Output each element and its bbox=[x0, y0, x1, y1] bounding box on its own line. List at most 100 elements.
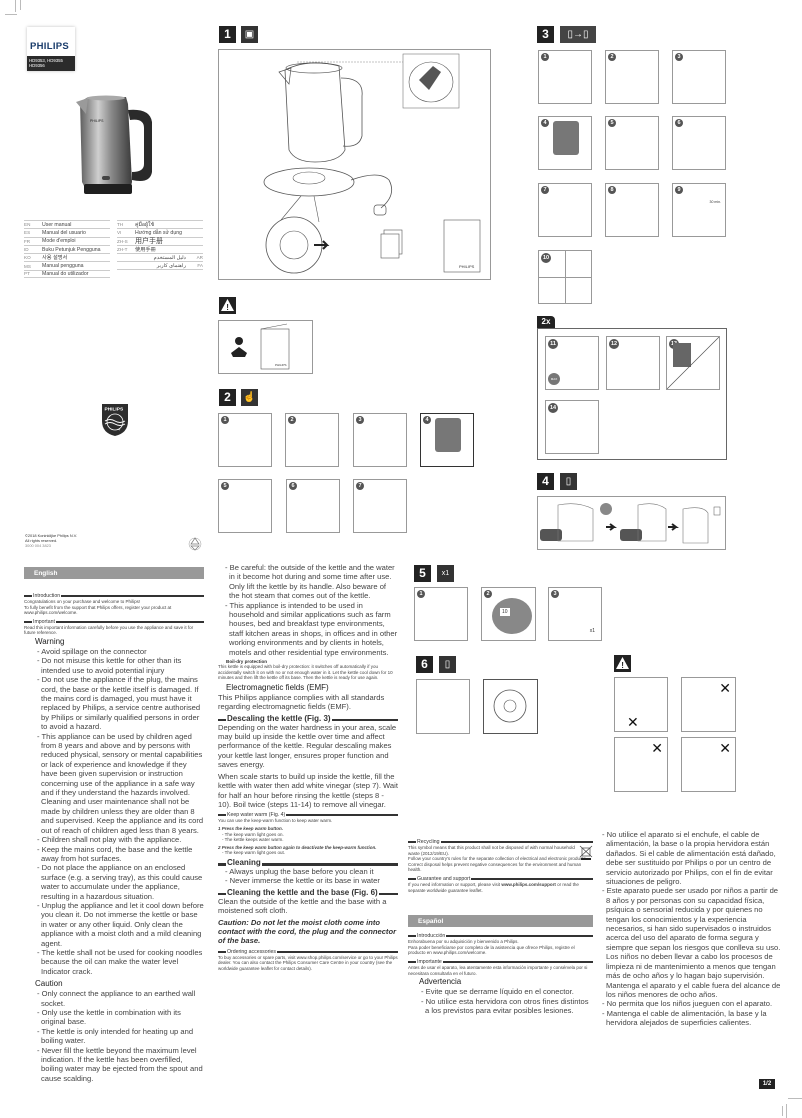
svg-text:PHILIPS: PHILIPS bbox=[459, 264, 475, 269]
keep-warm-heading: Keep water warm (Fig. 4) bbox=[218, 812, 398, 818]
hand-pointer-icon: ☝ bbox=[241, 389, 258, 406]
figure-4-panel bbox=[537, 496, 726, 550]
language-code: ES bbox=[24, 230, 31, 236]
fig2-step-1: 1 bbox=[218, 413, 272, 467]
cleaning-base-heading: Cleaning the kettle and the base (Fig. 6… bbox=[218, 888, 398, 897]
figure-4-number: 4 bbox=[537, 473, 554, 490]
language-code: KO bbox=[24, 255, 31, 261]
crop-mark bbox=[20, 0, 21, 10]
step-number: 3 bbox=[356, 416, 364, 424]
copyright-rights: All rights reserved. bbox=[25, 538, 58, 543]
fig2-step-2: 2 bbox=[285, 413, 339, 467]
step-number: 5 bbox=[608, 119, 616, 127]
step-number: 7 bbox=[356, 482, 364, 490]
kettle-photo: PHILIPS bbox=[68, 92, 158, 202]
step-number: 9 bbox=[675, 186, 683, 194]
warning-item: - This appliance can be used by children… bbox=[37, 731, 204, 835]
svg-text:!: ! bbox=[226, 303, 229, 312]
recycling-text: This symbol means that this product shal… bbox=[408, 845, 575, 856]
language-code: FR bbox=[24, 238, 31, 244]
svg-text:PHILIPS: PHILIPS bbox=[275, 363, 287, 367]
step-number: 2 bbox=[288, 416, 296, 424]
x-mark-icon: ✕ bbox=[719, 681, 731, 697]
important-intro: Read this important information carefull… bbox=[24, 624, 194, 636]
language-code: AR bbox=[196, 255, 203, 261]
language-name: User manual bbox=[42, 221, 72, 228]
warning-item: - Do not misuse this kettle for other th… bbox=[37, 656, 182, 675]
keep-warm-result: - The keep warm light goes on. bbox=[222, 831, 284, 837]
fig5-step-1: 1 bbox=[414, 587, 468, 641]
step-number: 2 bbox=[608, 53, 616, 61]
heading-text: Cleaning bbox=[227, 857, 261, 867]
fig3-step-6: 6 bbox=[672, 116, 726, 170]
emf-title: Electromagnetic fields (EMF) bbox=[226, 682, 329, 692]
x-mark-icon: ✕ bbox=[719, 741, 731, 757]
crop-mark bbox=[782, 1106, 783, 1116]
step-number: 7 bbox=[541, 186, 549, 194]
step-number: 1 bbox=[541, 53, 549, 61]
fig3-step-9: 9 30 min. bbox=[672, 183, 726, 237]
language-code: ZH-S bbox=[117, 238, 128, 244]
figure-1-panel: PHILIPS bbox=[218, 49, 491, 280]
max-label: MAX bbox=[548, 373, 560, 385]
descaling-instructions: When scale starts to build up inside the… bbox=[218, 771, 398, 809]
step-number: 3 bbox=[675, 53, 683, 61]
step-number: 1 bbox=[221, 416, 229, 424]
heading-text: Descaling the kettle (Fig. 3) bbox=[227, 713, 331, 723]
step-number: 10 bbox=[541, 253, 551, 263]
document-number: 3000 004 3823 bbox=[25, 543, 51, 548]
step-number: 11 bbox=[548, 339, 558, 349]
language-code: VI bbox=[117, 230, 122, 236]
warning-item: - Do not use the appliance if the plug, … bbox=[37, 675, 201, 732]
language-name: Manual pengguna bbox=[42, 263, 84, 270]
svg-text:+: + bbox=[108, 414, 111, 419]
language-name: 用户手册 bbox=[135, 238, 163, 246]
caution-title: Caution bbox=[35, 979, 63, 989]
crop-mark bbox=[5, 14, 17, 15]
caution-item: - Be careful: the outside of the kettle … bbox=[225, 563, 395, 601]
cup-icon: x1 bbox=[437, 565, 454, 582]
x-mark-icon: ✕ bbox=[627, 715, 639, 731]
cleaning-item: - Always unplug the base before you clea… bbox=[225, 866, 374, 876]
step-number: 6 bbox=[289, 482, 297, 490]
caution-item: - Only use the kettle in combination wit… bbox=[37, 1008, 181, 1027]
fig3-step-2: 2 bbox=[605, 50, 659, 104]
keep-warm-intro: You can use the keep-warm function to ke… bbox=[218, 818, 333, 824]
advertencia-item: - No utilice el aparato si el enchufe, e… bbox=[602, 830, 776, 887]
language-code: PT bbox=[24, 271, 30, 277]
heading-text: Important bbox=[33, 618, 55, 625]
language-code: FA bbox=[197, 263, 203, 269]
step-number: 14 bbox=[548, 403, 558, 413]
do-not-immerse-panel-2: ✕ bbox=[681, 677, 736, 732]
weee-bin-icon bbox=[579, 845, 593, 861]
english-column-1: English Introduction Congratulations on … bbox=[24, 567, 204, 1083]
language-name: คู่มือผู้ใช้ bbox=[135, 221, 155, 228]
fig3-step-13: 13 bbox=[666, 336, 720, 390]
fig6-panel-kettle bbox=[416, 679, 470, 734]
timer-label: 30 min. bbox=[709, 200, 721, 204]
emf-text: This Philips appliance complies with all… bbox=[218, 692, 385, 712]
heading-text: Cleaning the kettle and the base (Fig. 6… bbox=[227, 887, 378, 897]
philips-shield-icon: PHILIPS + + bbox=[101, 403, 129, 437]
fig2-step-4: 4 bbox=[420, 413, 474, 467]
language-name: Manual del usuario bbox=[42, 229, 86, 236]
heading-text: Recycling bbox=[417, 839, 440, 845]
recycle-icon bbox=[188, 537, 202, 551]
warning-item: - Do not place the appliance on an enclo… bbox=[37, 863, 203, 901]
advertencia-item: - Evite que se derrame líquido en el con… bbox=[421, 987, 574, 997]
step-number: 4 bbox=[423, 416, 431, 424]
warning-title: Warning bbox=[35, 636, 65, 646]
important-heading: Important bbox=[24, 619, 204, 625]
support-link[interactable]: www.philips.com/support bbox=[501, 881, 556, 887]
step-number: 8 bbox=[608, 186, 616, 194]
english-column-2: - Be careful: the outside of the kettle … bbox=[218, 563, 398, 972]
step-number: 6 bbox=[675, 119, 683, 127]
cups-label: 10 bbox=[500, 608, 510, 616]
